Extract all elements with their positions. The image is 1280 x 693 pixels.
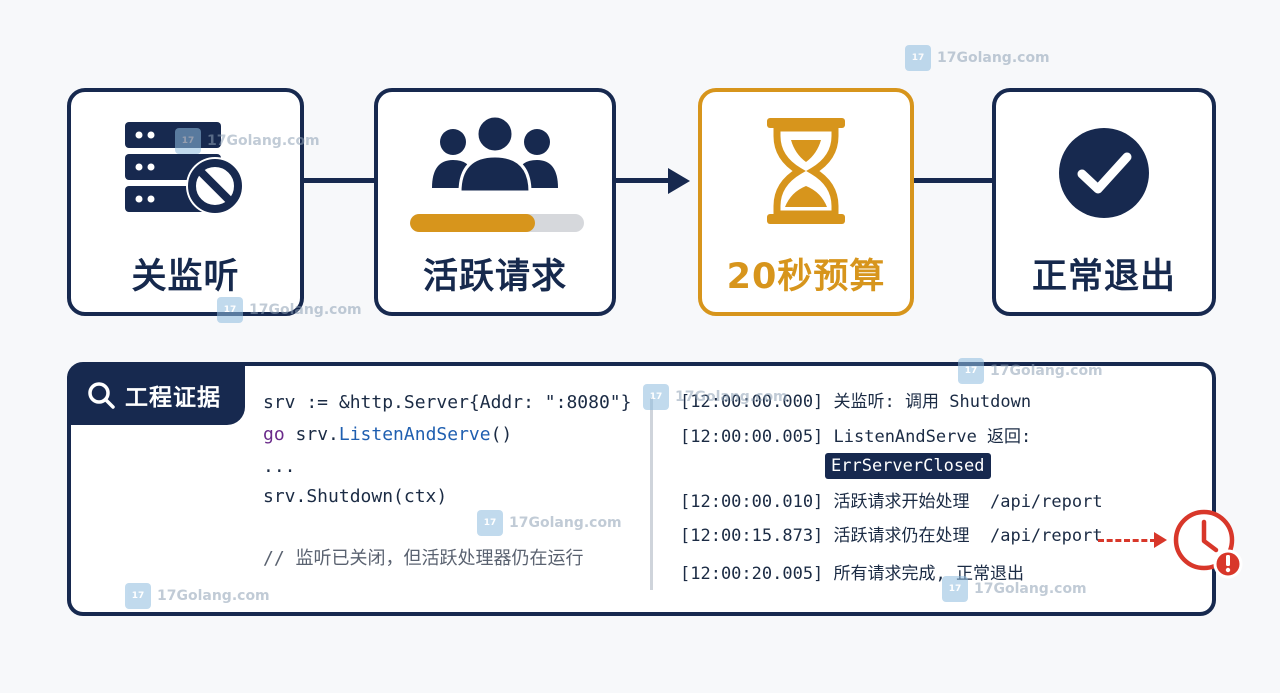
- code-line-4: srv.Shutdown(ctx): [263, 486, 448, 507]
- watermark: 17 17Golang.com: [905, 45, 1050, 71]
- code-string: ":8080": [544, 392, 621, 413]
- code-line-3: ...: [263, 456, 296, 477]
- watermark-text: 17Golang.com: [207, 133, 320, 149]
- hourglass-icon: [702, 114, 910, 230]
- log-line: [12:00:20.005] 所有请求完成, 正常退出: [680, 564, 1024, 584]
- watermark-logo-icon: 17: [905, 45, 931, 71]
- panel-divider: [650, 398, 653, 590]
- code-text: srv.: [284, 424, 339, 445]
- step-label: 正常退出: [1031, 257, 1176, 297]
- log-line: [12:00:00.000] 关监听: 调用 Shutdown: [680, 392, 1032, 412]
- check-circle-icon: [996, 126, 1212, 220]
- step-label: 活跃请求: [422, 257, 567, 297]
- code-keyword: go: [263, 424, 285, 445]
- watermark-text: 17Golang.com: [509, 515, 622, 531]
- watermark-logo-icon: 17: [958, 358, 984, 384]
- watermark-logo-icon: 17: [217, 297, 243, 323]
- watermark: 17 17Golang.com: [175, 128, 320, 154]
- error-badge: ErrServerClosed: [825, 453, 991, 479]
- progress-fill: [410, 214, 536, 232]
- connector-3: [912, 178, 994, 183]
- code-line-1: srv := &http.Server{Addr: ":8080"}: [263, 392, 631, 414]
- arrow-right-icon: [668, 168, 690, 194]
- evidence-panel-header: 工程证据: [67, 365, 245, 425]
- log-line: [12:00:15.873] 活跃请求仍在处理 /api/report: [680, 526, 1103, 546]
- connector-1: [302, 178, 376, 183]
- server-block-icon: [71, 114, 300, 218]
- clock-warning-icon: [1172, 508, 1246, 586]
- code-comment: // 监听已关闭，但活跃处理器仍在运行: [263, 548, 584, 569]
- watermark-logo-icon: 17: [125, 583, 151, 609]
- watermark: 17 17Golang.com: [125, 583, 270, 609]
- log-line: [12:00:00.005] ListenAndServe 返回:: [680, 427, 1032, 447]
- progress-bar: [410, 214, 584, 232]
- watermark: 17 17Golang.com: [477, 510, 622, 536]
- step-label: 关监听: [131, 257, 240, 297]
- search-icon: [88, 382, 115, 409]
- watermark-logo-icon: 17: [942, 576, 968, 602]
- watermark-text: 17Golang.com: [675, 389, 788, 405]
- watermark-text: 17Golang.com: [249, 302, 362, 318]
- step-card-20s-budget: 20秒预算: [698, 88, 914, 316]
- watermark-logo-icon: 17: [477, 510, 503, 536]
- code-text: }: [620, 392, 632, 413]
- watermark: 17 17Golang.com: [643, 384, 788, 410]
- code-text: (): [490, 424, 513, 445]
- log-line: [12:00:00.010] 活跃请求开始处理 /api/report: [680, 492, 1103, 512]
- watermark-logo-icon: 17: [643, 384, 669, 410]
- dashed-arrow: [1098, 539, 1156, 542]
- watermark-logo-icon: 17: [175, 128, 201, 154]
- connector-2: [614, 178, 670, 183]
- watermark: 17 17Golang.com: [958, 358, 1103, 384]
- dashed-arrow-head: [1154, 532, 1167, 548]
- watermark-text: 17Golang.com: [157, 588, 270, 604]
- code-line-2: go srv.ListenAndServe(): [263, 424, 512, 446]
- watermark: 17 17Golang.com: [942, 576, 1087, 602]
- users-icon: [378, 114, 612, 194]
- code-function: ListenAndServe: [338, 424, 491, 445]
- step-label: 20秒预算: [726, 257, 886, 297]
- step-card-active-requests: 活跃请求: [374, 88, 616, 316]
- watermark-text: 17Golang.com: [990, 363, 1103, 379]
- code-text: srv := &http.Server{Addr:: [263, 392, 545, 413]
- watermark-text: 17Golang.com: [937, 50, 1050, 66]
- watermark: 17 17Golang.com: [217, 297, 362, 323]
- panel-title: 工程证据: [125, 385, 221, 411]
- watermark-text: 17Golang.com: [974, 581, 1087, 597]
- step-card-close-listener: 关监听: [67, 88, 304, 316]
- evidence-panel: [67, 362, 1216, 616]
- step-card-normal-exit: 正常退出: [992, 88, 1216, 316]
